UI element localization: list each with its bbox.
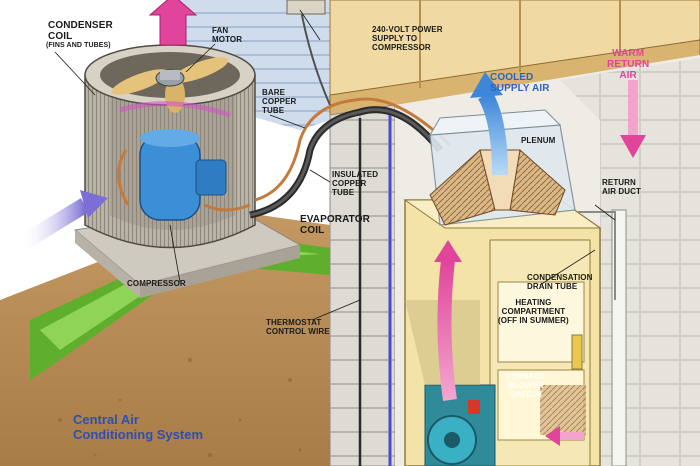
condenser-unit [84, 44, 256, 249]
label-condenser-coil: CONDENSER COIL [48, 20, 113, 42]
intake-air-arrow [15, 190, 108, 252]
refrigerant-lines [249, 97, 452, 219]
label-compressor: COMPRESSOR [127, 279, 186, 288]
soil [0, 215, 330, 466]
label-warm-return-air: WARM RETURN AIR [607, 48, 650, 81]
leader-lines [54, 9, 616, 321]
title-line-1: Central Air [73, 412, 139, 427]
label-furnace-blower-switch: FURNACE BLOWER SWITCH [506, 372, 546, 399]
label-cooled-supply-air: COOLED SUPPLY AIR [490, 72, 550, 94]
cooled-air-arrow [470, 72, 508, 176]
power-wire [299, 4, 331, 106]
title-line-2: Conditioning System [73, 427, 203, 442]
diagram-title: Central Air Conditioning System [73, 412, 203, 442]
furnace [403, 199, 602, 466]
foundation-wall [329, 104, 396, 466]
evaporator-coil [429, 149, 566, 226]
label-heating-compartment: HEATING COMPARTMENT (OFF IN SUMMER) [498, 298, 569, 325]
furnace-air-arrow [434, 240, 462, 401]
condensation-drain [578, 211, 616, 300]
warm-return-arrow [620, 80, 646, 158]
label-thermostat-control-wire: THERMOSTAT CONTROL WIRE [266, 318, 330, 336]
disconnect-box [286, 0, 326, 15]
label-condenser-coil-sub: (FINS AND TUBES) [46, 42, 111, 49]
label-fan-motor: FAN MOTOR [212, 26, 243, 44]
label-bare-copper-tube: BARE COPPER TUBE [262, 88, 297, 115]
label-insulated-copper-tube: INSULATED COPPER TUBE [332, 170, 379, 197]
rim-joist [329, 39, 700, 121]
label-plenum: PLENUM [521, 136, 556, 145]
label-power-supply: 240-VOLT POWER SUPPLY TO COMPRESSOR [372, 25, 443, 52]
return-inlet-arrow [545, 426, 584, 446]
label-return-air-duct: RETURN AIR DUCT [602, 178, 642, 196]
exhaust-air-arrow [148, 0, 198, 46]
label-evaporator-coil: EVAPORATOR COIL [300, 214, 370, 236]
label-condensation-drain-tube: CONDENSATION DRAIN TUBE [527, 273, 593, 291]
